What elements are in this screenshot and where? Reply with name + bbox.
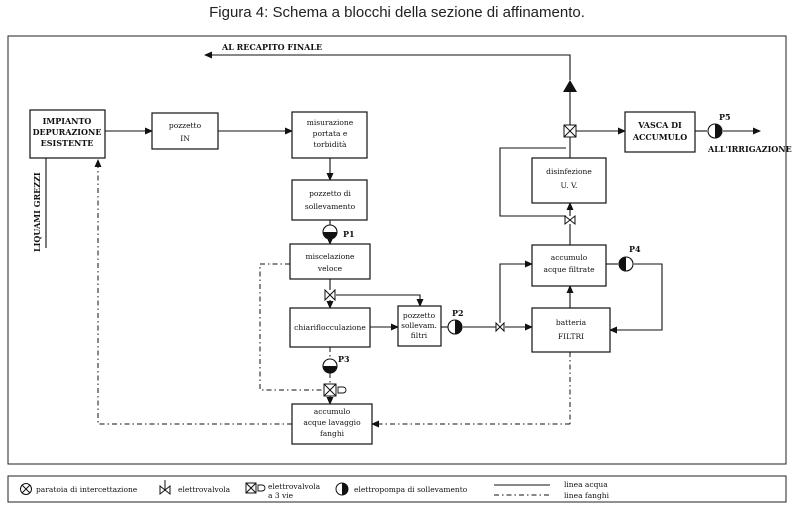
- svg-text:portata e: portata e: [313, 129, 348, 138]
- sludge-return-impianto: [94, 159, 292, 425]
- electrovalve-filtri-icon: [495, 316, 505, 333]
- svg-text:disinfezione: disinfezione: [546, 167, 592, 176]
- flow-valve-pozzetto-filtri: [336, 294, 424, 307]
- legend-valvola-3vie-icon: [245, 482, 266, 494]
- svg-text:misurazione: misurazione: [307, 118, 354, 127]
- electrovalve-uv-icon: [564, 214, 576, 226]
- legend-elettrovalvola-icon: [159, 480, 171, 496]
- legend-linea-acqua: linea acqua: [564, 480, 608, 489]
- svg-text:miscelazione: miscelazione: [305, 252, 355, 261]
- impianto-line-1: IMPIANTO: [43, 116, 92, 126]
- label-recapito-finale: AL RECAPITO FINALE: [221, 42, 322, 52]
- pump-p5-icon: P5: [707, 112, 731, 139]
- legend-elettrovalvola: elettrovalvola: [178, 485, 231, 494]
- water-lines: [42, 51, 761, 334]
- block-miscelazione: miscelazione veloce: [289, 243, 371, 280]
- svg-text:VASCA DI: VASCA DI: [637, 120, 682, 130]
- legend-valvola-3vie-1: elettrovalvola: [268, 482, 321, 491]
- sludge-lines: [94, 159, 571, 428]
- figure-caption: Figura 4: Schema a blocchi della sezione…: [209, 4, 585, 21]
- legend-linea-fanghi: linea fanghi: [564, 491, 610, 500]
- block-disinfezione: disinfezione U. V.: [531, 157, 607, 204]
- svg-text:P1: P1: [343, 229, 355, 239]
- electrovalve-mix-icon: [324, 288, 336, 302]
- flow-up-arrowhead: [563, 80, 577, 92]
- block-batteria-filtri: batteria FILTRI: [531, 307, 611, 353]
- svg-text:acque lavaggio: acque lavaggio: [303, 418, 361, 427]
- block-misurazione: misurazione portata e torbidità: [291, 111, 368, 159]
- impianto-line-3: ESISTENTE: [41, 138, 94, 148]
- pump-p2-icon: P2: [447, 308, 464, 335]
- svg-text:ACCUMULO: ACCUMULO: [632, 132, 687, 142]
- svg-text:sollevamento: sollevamento: [305, 202, 356, 211]
- block-chiariflocculazione: chiariflocculazione: [289, 307, 371, 348]
- block-accumulo-filtrate: accumulo acque filtrate: [531, 244, 607, 287]
- svg-text:batteria: batteria: [556, 318, 587, 327]
- diagram-frame: [7, 35, 787, 465]
- legend-elettropompa: elettropompa di sollevamento: [354, 485, 468, 494]
- pump-p4-icon: P4: [618, 244, 641, 272]
- block-accumulo-lavaggio: accumulo acque lavaggio fanghi: [291, 403, 373, 445]
- sludge-mix-valve: [259, 263, 324, 391]
- svg-text:veloce: veloce: [317, 264, 343, 273]
- svg-text:FILTRI: FILTRI: [558, 332, 584, 341]
- block-pozzetto-in: pozzetto IN: [151, 112, 219, 150]
- flow-recapito-finale: [204, 51, 571, 80]
- svg-text:pozzetto: pozzetto: [169, 121, 202, 130]
- svg-text:pozzetto: pozzetto: [403, 311, 436, 320]
- legend-paratoia: paratoia di intercettazione: [36, 485, 138, 494]
- legend: paratoia di intercettazione elettrovalvo…: [20, 480, 610, 500]
- svg-text:P4: P4: [629, 244, 641, 254]
- svg-text:accumulo: accumulo: [551, 253, 588, 262]
- gate-valve-icon: [563, 124, 577, 138]
- pump-p3-icon: P3: [322, 354, 350, 374]
- legend-frame: [7, 475, 787, 503]
- svg-text:P2: P2: [452, 308, 464, 318]
- label-liquami-grezzi: LIQUAMI GREZZI: [32, 172, 42, 252]
- block-pozzetto-sollevamento: pozzetto di sollevamento: [291, 179, 368, 221]
- legend-paratoia-icon: [20, 483, 32, 495]
- svg-text:chiariflocculazione: chiariflocculazione: [294, 323, 366, 332]
- flow-uv-bypass: [499, 147, 566, 217]
- legend-valvola-3vie-2: a 3 vie: [268, 491, 294, 500]
- block-vasca-accumulo: VASCA DI ACCUMULO: [624, 111, 696, 153]
- svg-text:filtri: filtri: [411, 331, 428, 340]
- svg-text:fanghi: fanghi: [320, 429, 345, 438]
- flow-bypass-filtrate: [499, 260, 533, 321]
- block-pozzetto-filtri: pozzetto sollevam. filtri: [397, 305, 442, 347]
- svg-text:acque filtrate: acque filtrate: [543, 265, 595, 274]
- svg-text:P3: P3: [338, 354, 350, 364]
- svg-text:sollevam.: sollevam.: [401, 321, 437, 330]
- three-way-valve-icon: [323, 383, 347, 397]
- label-irrigazione: ALL'IRRIGAZIONE: [707, 144, 792, 154]
- svg-text:P5: P5: [719, 112, 731, 122]
- legend-pompa-icon: [335, 482, 349, 496]
- block-impianto: IMPIANTO DEPURAZIONE ESISTENTE: [29, 109, 106, 159]
- svg-text:accumulo: accumulo: [314, 407, 351, 416]
- impianto-line-2: DEPURAZIONE: [33, 127, 102, 137]
- flow-p4-filtri: [609, 263, 663, 334]
- svg-text:U. V.: U. V.: [561, 181, 578, 190]
- pump-p1-icon: P1: [322, 224, 355, 240]
- svg-text:IN: IN: [180, 134, 190, 143]
- svg-text:pozzetto di: pozzetto di: [309, 189, 351, 198]
- svg-text:torbidità: torbidità: [314, 140, 348, 149]
